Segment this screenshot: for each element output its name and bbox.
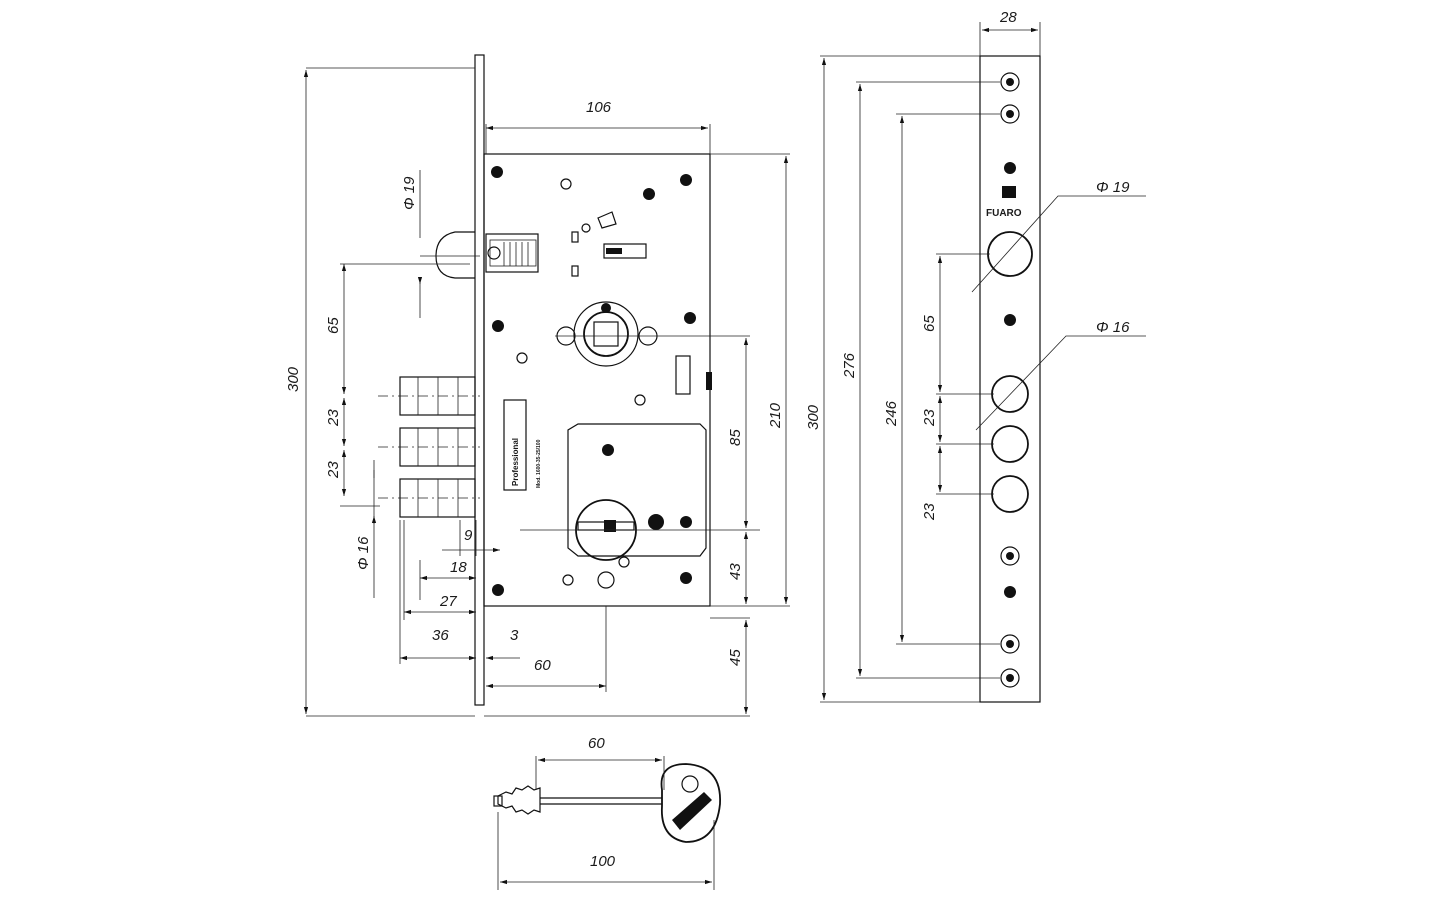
- latch-bolt: [435, 231, 539, 279]
- dim-106: 106: [586, 99, 612, 116]
- key-dim-60: 60: [588, 735, 605, 752]
- dim-27: 27: [439, 593, 457, 610]
- key-dim-100: 100: [590, 853, 616, 870]
- dim-bolt-diameter: Φ 16: [355, 536, 372, 570]
- dim-9: 9: [464, 527, 473, 544]
- dim-60-body: 60: [534, 657, 551, 674]
- strip-dim-latch-diameter: Φ 19: [1096, 179, 1130, 196]
- key: [493, 763, 721, 843]
- dim-23-upper: 23: [325, 409, 342, 427]
- latch-opening: [987, 231, 1033, 277]
- dim-45: 45: [727, 649, 744, 666]
- deadbolts: [378, 376, 480, 518]
- rating-plate: Professional Mod. 1600-35-25/100: [503, 399, 542, 491]
- rocker-slot: [675, 355, 691, 395]
- strip-dim-65: 65: [921, 315, 938, 332]
- strike-strip-view: FUARO 28 300 276 246 65 23 23 Φ 19 Φ 16: [805, 9, 1146, 703]
- brand-plate-text: Professional: [511, 438, 520, 486]
- handle-spindle-hub: [556, 301, 658, 367]
- centerlines: [306, 67, 790, 717]
- dim-43: 43: [727, 563, 744, 580]
- pilot-holes: [516, 178, 646, 589]
- dim-18: 18: [450, 559, 467, 576]
- strip-dim-bolt-diameter: Φ 16: [1096, 319, 1130, 336]
- dimension-lines: [303, 70, 789, 714]
- model-plate-text: Mod. 1600-35-25/100: [536, 439, 542, 488]
- lock-body-view: Professional Mod. 1600-35-25/100: [285, 54, 790, 717]
- strip-dim-276: 276: [841, 352, 858, 379]
- dim-36: 36: [432, 627, 449, 644]
- bolt-opening-3: [991, 475, 1029, 513]
- dim-latch-diameter: Φ 19: [401, 176, 418, 210]
- dim-23-lower: 23: [325, 461, 342, 479]
- strike-strip: [979, 55, 1041, 703]
- strip-dim-23-lower: 23: [921, 503, 938, 521]
- strip-dim-246: 246: [883, 400, 900, 427]
- faceplate: [474, 54, 485, 706]
- dim-300-body: 300: [285, 366, 302, 392]
- bolt-opening-2: [991, 425, 1029, 463]
- dim-210: 210: [767, 402, 784, 429]
- strip-dim-300: 300: [805, 404, 822, 430]
- strip-mount-screws: [1000, 72, 1020, 688]
- strip-dim-23-upper: 23: [921, 409, 938, 427]
- screw-holes: [491, 166, 696, 596]
- dim-65: 65: [325, 317, 342, 334]
- dim-3: 3: [510, 627, 519, 644]
- strip-brand-text: FUARO: [986, 208, 1022, 219]
- dim-85: 85: [727, 429, 744, 446]
- lever-mechanism: [571, 211, 647, 277]
- key-view: 60 100: [493, 735, 721, 890]
- strip-dim-28: 28: [999, 9, 1017, 26]
- cylinder-cavity: [567, 423, 707, 561]
